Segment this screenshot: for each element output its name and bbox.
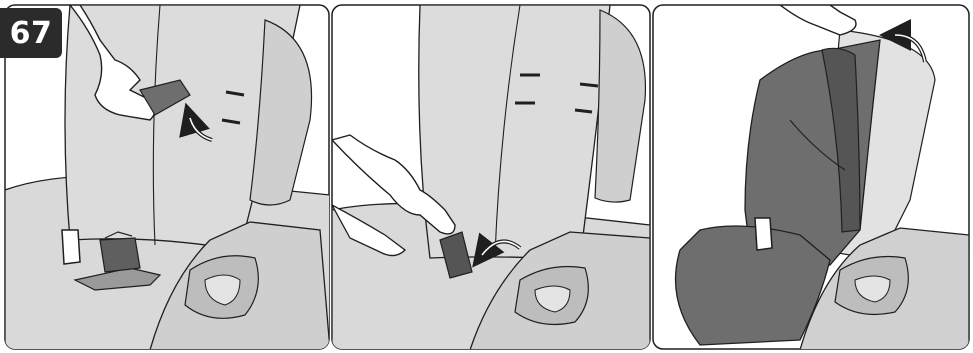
panel-2 [332, 5, 650, 350]
step-number-badge: 67 [0, 8, 62, 58]
panel-3 [653, 5, 969, 350]
